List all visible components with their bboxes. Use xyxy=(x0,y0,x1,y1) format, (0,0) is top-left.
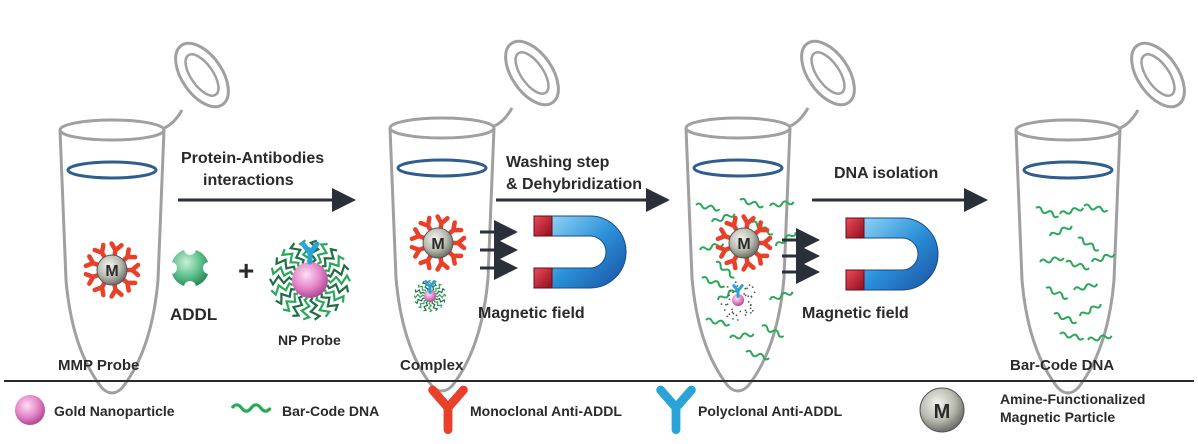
dna-fragment-dot xyxy=(751,296,753,298)
bar-code-dna-icon xyxy=(232,405,270,411)
dna-fragment-dot xyxy=(721,303,723,305)
dna-fragment-dot xyxy=(729,299,731,301)
dna-fragment-dot xyxy=(724,309,726,311)
addl-label: ADDL xyxy=(170,305,217,324)
polyclonal-antibody-icon xyxy=(661,390,692,430)
dna-fragment-dot xyxy=(732,318,734,320)
dna-fragment-dot xyxy=(745,310,747,312)
dna-fragment-dot xyxy=(732,311,734,313)
svg-text:M: M xyxy=(737,236,750,253)
dna-fragment-dot xyxy=(752,286,754,288)
legend-amine-line1: Amine-Functionalized xyxy=(1000,391,1145,407)
dna-fragment-dot xyxy=(750,312,752,314)
legend-amine-line2: Magnetic Particle xyxy=(1000,409,1115,425)
dna-fragment-dot xyxy=(727,303,729,305)
step2-label-line1: Washing step xyxy=(506,154,610,171)
dna-fragment-dot xyxy=(726,316,728,318)
dna-fragment-dot xyxy=(732,291,734,293)
dna-fragment-dot xyxy=(745,295,747,297)
dna-fragment-dot xyxy=(731,308,733,310)
dna-fragment-dot xyxy=(746,311,748,313)
dna-fragment-dot xyxy=(745,314,747,316)
dna-fragment-dot xyxy=(729,313,731,315)
dna-fragment-dot xyxy=(737,319,739,321)
magnetic-field-label-2: Magnetic field xyxy=(802,305,909,322)
dna-fragment-dot xyxy=(752,310,754,312)
legend: Gold Nanoparticle Bar-Code DNA Monoclona… xyxy=(15,388,1145,432)
legend-amine-letter: M xyxy=(934,401,951,423)
monoclonal-antibody-icon xyxy=(433,390,464,430)
step3-label: DNA isolation xyxy=(834,165,938,182)
step1-label-line1: Protein-Antibodies xyxy=(181,150,324,167)
complex-np-particle xyxy=(414,280,446,312)
tube-wash xyxy=(686,32,865,391)
dna-fragment-dot xyxy=(736,285,738,287)
np-probe-label: NP Probe xyxy=(278,332,341,348)
plus-sign: + xyxy=(238,255,254,286)
bar-code-dna-label: Bar-Code DNA xyxy=(1010,357,1114,374)
step2-label-line2: & Dehybridization xyxy=(506,176,642,193)
dna-fragment-dot xyxy=(743,293,745,295)
legend-polyclonal: Polyclonal Anti-ADDL xyxy=(698,403,843,419)
bar-code-dna-strand xyxy=(302,298,310,320)
dna-fragment-dot xyxy=(748,301,750,303)
bar-code-dna-strand xyxy=(327,284,348,292)
dna-fragment-dot xyxy=(750,308,752,310)
svg-text:M: M xyxy=(431,236,444,253)
dna-fragment-dot xyxy=(747,295,749,297)
gold-nanoparticle-icon xyxy=(15,395,45,425)
dna-fragment-dot xyxy=(727,286,729,288)
legend-gold-nanoparticle: Gold Nanoparticle xyxy=(54,403,175,419)
dna-fragment-dot xyxy=(728,294,730,296)
addl-molecule xyxy=(165,243,215,293)
magnet-icon xyxy=(846,218,938,290)
legend-bar-code-dna: Bar-Code DNA xyxy=(282,403,379,419)
magnet-icon xyxy=(534,216,626,288)
dna-fragment-dot xyxy=(749,284,751,286)
dna-fragment-dot xyxy=(729,290,731,292)
step1-label-line2: interactions xyxy=(203,172,294,189)
dna-fragment-dot xyxy=(736,314,738,316)
dna-fragment-dot xyxy=(744,288,746,290)
np-probe-particle xyxy=(270,240,350,319)
magnetic-field-label-1: Magnetic field xyxy=(478,305,585,322)
dna-fragment-dot xyxy=(750,304,752,306)
legend-monoclonal: Monoclonal Anti-ADDL xyxy=(470,403,622,419)
particle-letter: M xyxy=(105,263,118,280)
dna-fragment-dot xyxy=(735,281,737,283)
dna-fragment-dot xyxy=(754,292,756,294)
dna-fragment-dot xyxy=(746,287,748,289)
dna-fragment-dot xyxy=(733,313,735,315)
dna-fragment-dot xyxy=(739,311,741,313)
dna-fragment-dot xyxy=(725,304,727,306)
tube-complex xyxy=(390,32,569,391)
complex-label: Complex xyxy=(400,357,464,374)
bar-code-dna-strand xyxy=(272,268,293,276)
tube-mmp-probe xyxy=(60,34,239,393)
mmp-probe-label: MMP Probe xyxy=(58,357,139,374)
